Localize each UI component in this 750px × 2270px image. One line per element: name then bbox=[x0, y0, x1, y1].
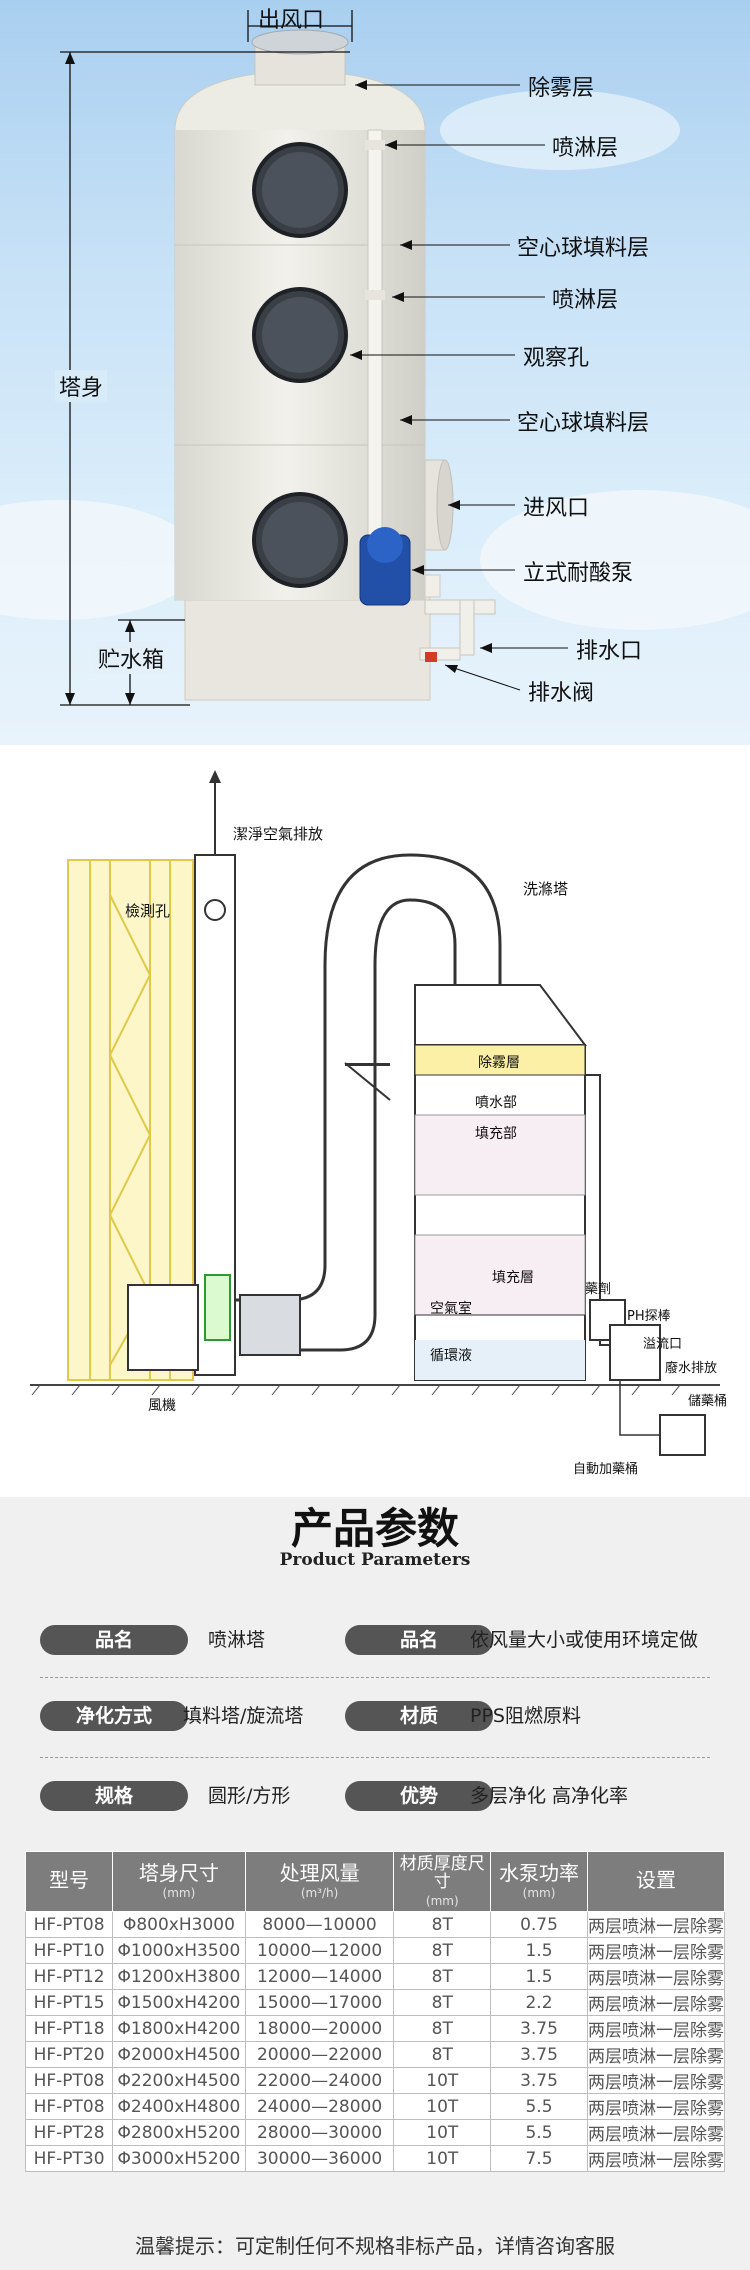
schem-ph-probe: PH探棒 bbox=[627, 1309, 671, 1324]
table-header: 材质厚度尺寸(mm) bbox=[393, 1851, 492, 1912]
label-tank: 贮水箱 bbox=[95, 642, 168, 674]
param-value: 多层净化 高净化率 bbox=[470, 1785, 629, 1807]
schem-clean-air: 潔淨空氣排放 bbox=[233, 825, 324, 843]
schem-overflow: 溢流口 bbox=[643, 1337, 683, 1352]
param-key: 规格 bbox=[40, 1781, 188, 1811]
schem-air-chamber: 空氣室 bbox=[430, 1301, 472, 1317]
label-drain-valve: 排水阀 bbox=[528, 681, 595, 706]
divider bbox=[40, 1757, 710, 1758]
label-demist: 除雾层 bbox=[528, 76, 595, 101]
spec-table: 型号 塔身尺寸(mm) 处理风量(m³/h) 材质厚度尺寸(mm) 水泵功率(m… bbox=[24, 1851, 726, 2172]
schem-fan: 風機 bbox=[148, 1398, 176, 1414]
param-value: PPS阻燃原料 bbox=[470, 1705, 581, 1727]
schem-circ-liquid: 循環液 bbox=[430, 1348, 472, 1364]
params-subtitle: Product Parameters bbox=[279, 1550, 471, 1570]
divider bbox=[40, 1677, 710, 1678]
schem-inspect-hole: 檢測孔 bbox=[125, 902, 171, 920]
param-key: 品名 bbox=[345, 1625, 493, 1655]
label-drain: 排水口 bbox=[576, 639, 643, 664]
param-row-3: 规格 圆形/方形 优势 多层净化 高净化率 bbox=[40, 1781, 710, 1815]
param-key: 优势 bbox=[345, 1781, 493, 1811]
param-key: 材质 bbox=[345, 1701, 493, 1731]
params-title: 产品参数 bbox=[290, 1504, 459, 1553]
schem-storage-tank: 儲藥桶 bbox=[688, 1394, 728, 1409]
process-schematic bbox=[30, 770, 720, 1456]
schem-fill-layer: 填充層 bbox=[492, 1270, 534, 1286]
table-header-row: 型号 塔身尺寸(mm) 处理风量(m³/h) 材质厚度尺寸(mm) 水泵功率(m… bbox=[24, 1851, 726, 1912]
label-tower-body: 塔身 bbox=[55, 370, 108, 402]
param-row-2: 净化方式 填料塔/旋流塔 材质 PPS阻燃原料 bbox=[40, 1701, 710, 1735]
schem-scrubber: 洗滌塔 bbox=[523, 880, 569, 898]
schem-waste-drain: 廢水排放 bbox=[665, 1361, 718, 1376]
schem-demister: 除霧層 bbox=[478, 1055, 520, 1071]
label-spray2: 喷淋层 bbox=[552, 288, 619, 313]
schem-spray: 噴水部 bbox=[475, 1095, 517, 1111]
label-fill2: 空心球填料层 bbox=[517, 411, 650, 436]
schem-auto-dosing: 自動加藥桶 bbox=[573, 1462, 639, 1477]
schem-agent: 藥劑 bbox=[585, 1282, 612, 1297]
table-header: 型号 bbox=[24, 1851, 114, 1912]
param-value: 填料塔/旋流塔 bbox=[183, 1705, 304, 1727]
param-value: 喷淋塔 bbox=[208, 1629, 266, 1651]
param-value: 圆形/方形 bbox=[208, 1785, 291, 1807]
process-schematic-section: 潔淨空氣排放 檢測孔 洗滌塔 除霧層 噴水部 填充部 填充層 空氣室 循環液 風… bbox=[0, 745, 750, 1497]
param-key: 净化方式 bbox=[40, 1701, 188, 1731]
label-inlet: 进风口 bbox=[523, 496, 590, 521]
table-header: 水泵功率(mm) bbox=[490, 1851, 588, 1912]
label-pump: 立式耐酸泵 bbox=[523, 561, 634, 586]
table-header: 设置 bbox=[586, 1851, 726, 1912]
param-value: 依风量大小或使用环境定做 bbox=[470, 1629, 699, 1651]
param-key: 品名 bbox=[40, 1625, 188, 1655]
param-row-1: 品名 喷淋塔 品名 依风量大小或使用环境定做 bbox=[40, 1625, 710, 1659]
tower-photo-section: 出风口 除雾层 喷淋层 空心球填料层 喷淋层 观察孔 空心球填料层 进风口 立式… bbox=[0, 0, 750, 745]
label-spray1: 喷淋层 bbox=[552, 136, 619, 161]
table-header: 处理风量(m³/h) bbox=[244, 1851, 395, 1912]
table-header: 塔身尺寸(mm) bbox=[112, 1851, 246, 1912]
label-fill1: 空心球填料层 bbox=[517, 236, 650, 261]
label-outlet: 出风口 bbox=[258, 8, 325, 33]
schem-fill: 填充部 bbox=[475, 1126, 517, 1142]
label-window: 观察孔 bbox=[523, 346, 590, 371]
tower-illustration bbox=[0, 10, 750, 706]
footer-note: 温馨提示：可定制任何不规格非标产品，详情咨询客服 bbox=[135, 2234, 615, 2258]
